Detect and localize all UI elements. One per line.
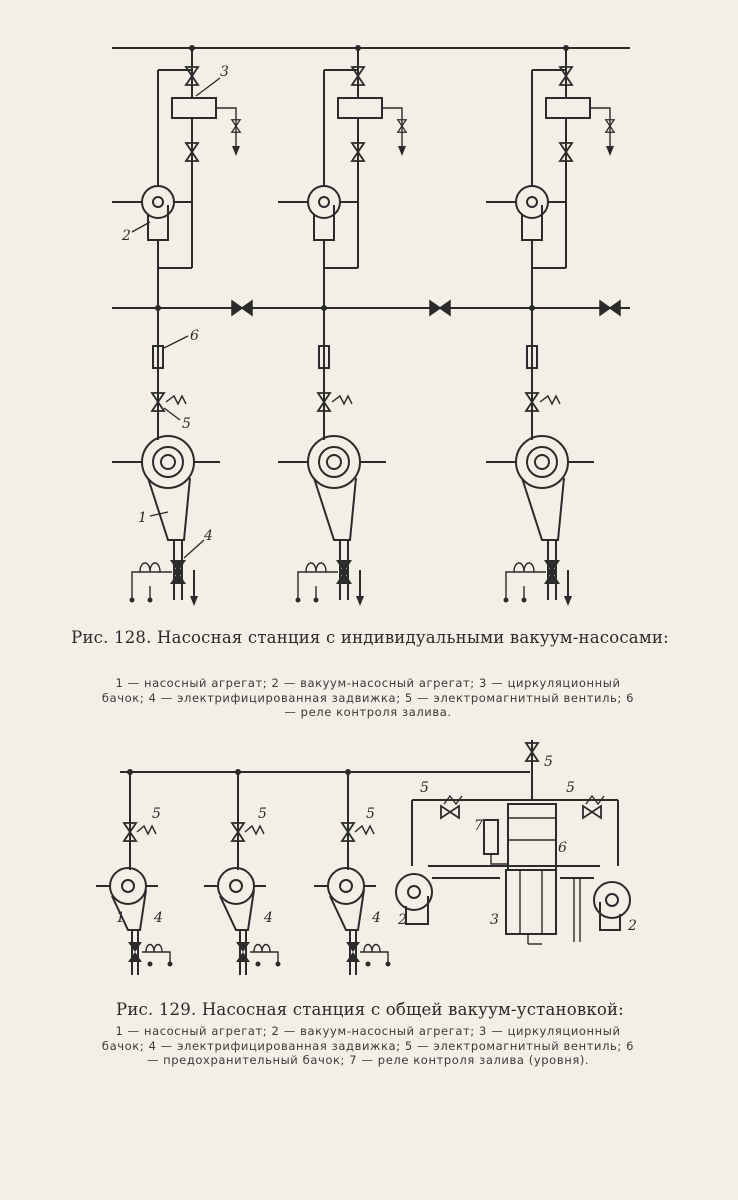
fig128-label-2: 2 [121,228,131,244]
legend-item: 6 — реле контроля залива. [284,690,635,720]
fig129-label-5e: 5 [420,780,429,796]
legend-item: 5 — электромагнитный вентиль; [404,690,627,705]
figure-128-diagram: 3 2 6 5 1 4 [112,45,630,606]
fig129-label-5c: 5 [366,806,375,822]
pump-unit-1 [112,45,241,606]
legend-item: 7 — реле контроля залива (уровня). [349,1053,590,1067]
figure-129-caption: Рис. 129. Насосная станция с общей вакуу… [116,1000,624,1019]
fig128-label-5: 5 [182,416,191,432]
fig128-label-4: 4 [203,528,213,544]
pump129-unit-1 [96,769,173,975]
fig129-label-6: 6 [558,840,567,856]
fig128-label-6: 6 [190,328,199,344]
legend-item: 3 — циркуляционный бачок; [101,1024,621,1053]
fig128-label-3: 3 [220,64,229,80]
fig129-label-5f: 5 [566,780,575,796]
fig129-label-2b: 2 [627,918,637,934]
fig129-label-2a: 2 [397,912,407,928]
pump129-unit-3 [314,769,391,975]
pump-unit-3 [486,45,614,606]
fig129-label-1: 1 [116,910,125,926]
legend-item: 2 — вакуум-насосный агрегат; [271,676,480,690]
pump129-unit-2 [204,769,281,975]
pump-unit-2 [278,45,406,606]
fig129-label-3: 3 [490,912,499,928]
legend-item: 6 — предохранительный бачок; [146,1038,635,1068]
fig129-label-4a: 4 [153,910,163,926]
legend-item: 4 — электрифицированная задвижка; [148,1038,405,1053]
legend-item: 4 — электрифицированная задвижка; [148,690,405,705]
figure-129-diagram: 5 5 5 5 5 5 7 6 1 4 4 4 2 2 3 [96,740,637,975]
collector-valve-1 [231,300,253,316]
fig129-label-5d: 5 [544,754,553,770]
fig129-label-5a: 5 [152,806,161,822]
fig129-label-7: 7 [474,818,483,834]
fig129-label-4c: 4 [371,910,381,926]
common-vacuum-installation [395,740,631,945]
fig129-label-5b: 5 [258,806,267,822]
legend-item: 3 — циркуляционный бачок; [101,676,621,705]
fig129-label-4b: 4 [263,910,273,926]
legend-item: 5 — электромагнитный вентиль; [404,1038,627,1053]
fig128-label-1: 1 [138,510,147,526]
figure-128-caption: Рис. 128. Насосная станция с индивидуаль… [71,628,669,647]
legend-item: 2 — вакуум-насосный агрегат; [271,1024,480,1038]
legend-item: 1 — насосный агрегат; [115,1024,272,1038]
figure-128-legend: 1 — насосный агрегат; 2 — вакуум-насосны… [98,676,638,720]
figure-129-legend: 1 — насосный агрегат; 2 — вакуум-насосны… [98,1024,638,1068]
collector-valve-2 [429,300,451,316]
legend-item: 1 — насосный агрегат; [115,676,272,690]
collector-valve-3 [599,300,621,316]
